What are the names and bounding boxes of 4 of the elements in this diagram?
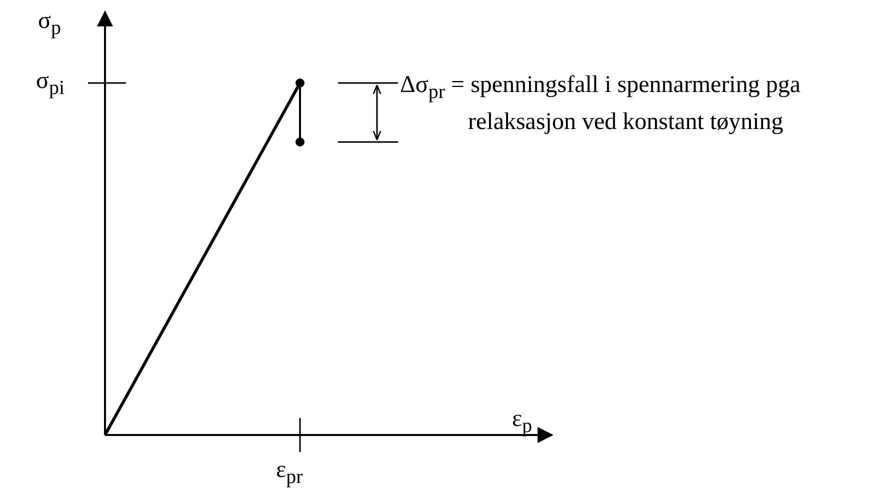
axis-label: ε$_{pr}$: [276, 456, 303, 490]
axis-label: σ$_{p}$: [38, 7, 61, 41]
annotation-text: Δσ$_{pr}$ = spenningsfall i spennarmering pga relaksasjon ved konstant tøyning: [400, 71, 802, 137]
axis-label: σ$_{pi}$: [36, 67, 64, 101]
